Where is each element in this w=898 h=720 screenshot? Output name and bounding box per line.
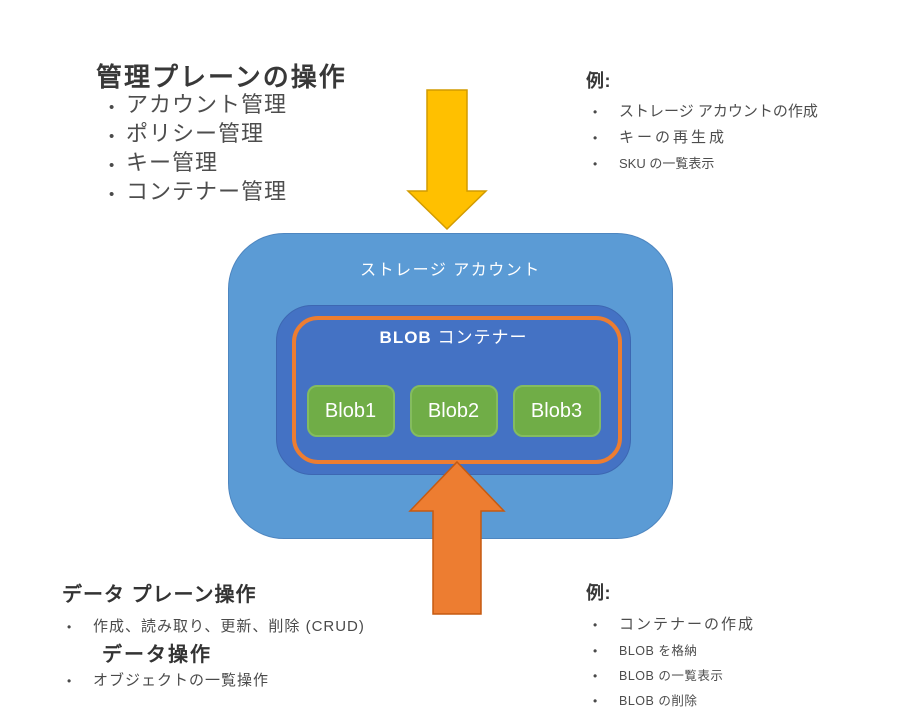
bullet-marker: • bbox=[67, 674, 73, 688]
management-plane-section: 管理プレーンの操作 • アカウント管理 • ポリシー管理 • キー管理 • コン… bbox=[96, 62, 426, 208]
management-example-label: SKU の一覧表示 bbox=[619, 156, 715, 171]
blob2-box: Blob2 bbox=[409, 385, 498, 437]
data-example-item: • BLOB の一覧表示 bbox=[586, 664, 886, 689]
blob1-label: Blob1 bbox=[324, 399, 377, 422]
bullet-marker: • bbox=[593, 105, 598, 119]
data-example-label: BLOB の削除 bbox=[619, 694, 698, 708]
management-example-label: キーの再生成 bbox=[619, 129, 728, 146]
data-example-item: • コンテナーの作成 bbox=[586, 611, 886, 639]
blob-row: Blob1 Blob2 Blob3 bbox=[276, 385, 631, 437]
management-plane-item-label: ポリシー管理 bbox=[126, 121, 265, 146]
management-examples-title: 例: bbox=[586, 71, 611, 91]
bullet-marker: • bbox=[109, 186, 116, 203]
bullet-marker: • bbox=[593, 131, 601, 145]
blob-container-label-rest: コンテナー bbox=[431, 328, 528, 347]
bullet-marker: • bbox=[109, 157, 116, 174]
management-plane-item: • アカウント管理 bbox=[96, 92, 426, 121]
blob-container-label-bold: BLOB bbox=[379, 328, 432, 347]
bullet-marker: • bbox=[593, 644, 598, 658]
management-plane-title: 管理プレーンの操作 bbox=[96, 62, 347, 92]
bullet-marker: • bbox=[593, 694, 598, 708]
data-example-item: • BLOB を格納 bbox=[586, 639, 886, 664]
data-examples-section: 例: • コンテナーの作成 • BLOB を格納 • BLOB の一覧表示 • … bbox=[586, 582, 886, 714]
data-example-label: BLOB を格納 bbox=[619, 644, 698, 658]
bullet-marker: • bbox=[109, 99, 116, 116]
data-example-label: コンテナーの作成 bbox=[619, 616, 756, 633]
management-plane-item: • コンテナー管理 bbox=[96, 179, 426, 208]
blob-container-label: BLOB コンテナー bbox=[276, 323, 631, 348]
management-plane-item: • ポリシー管理 bbox=[96, 121, 426, 150]
management-example-label: ストレージ アカウントの作成 bbox=[619, 103, 818, 120]
data-plane-title: データ プレーン操作 bbox=[62, 584, 257, 606]
data-plane-item-label: 作成、読み取り、更新、削除 (CRUD) bbox=[93, 618, 365, 635]
data-plane-item: • 作成、読み取り、更新、削除 (CRUD) bbox=[62, 615, 482, 639]
bullet-marker: • bbox=[593, 669, 598, 683]
blob3-box: Blob3 bbox=[512, 385, 601, 437]
data-example-label: BLOB の一覧表示 bbox=[619, 669, 724, 683]
blob2-label: Blob2 bbox=[427, 399, 480, 422]
data-operations-subtitle: データ操作 bbox=[102, 644, 212, 666]
blob1-box: Blob1 bbox=[306, 385, 395, 437]
storage-account-label: ストレージ アカウント bbox=[360, 262, 541, 279]
blob3-label: Blob3 bbox=[530, 399, 583, 422]
bullet-marker: • bbox=[67, 620, 73, 634]
data-plane-item: • オブジェクトの一覧操作 bbox=[62, 669, 482, 693]
management-plane-item: • キー管理 bbox=[96, 150, 426, 179]
data-plane-section: データ プレーン操作 • 作成、読み取り、更新、削除 (CRUD) データ操作 … bbox=[62, 582, 482, 693]
management-plane-item-label: コンテナー管理 bbox=[126, 179, 288, 204]
data-plane-item-label: オブジェクトの一覧操作 bbox=[93, 672, 270, 689]
management-example-item: • ストレージ アカウントの作成 bbox=[586, 99, 886, 125]
data-examples-title: 例: bbox=[586, 583, 611, 603]
management-example-item: • キーの再生成 bbox=[586, 125, 886, 151]
management-examples-section: 例: • ストレージ アカウントの作成 • キーの再生成 • SKU の一覧表示 bbox=[586, 70, 886, 177]
bullet-marker: • bbox=[109, 128, 116, 145]
management-example-item: • SKU の一覧表示 bbox=[586, 151, 886, 177]
management-plane-item-label: キー管理 bbox=[126, 150, 219, 175]
bullet-marker: • bbox=[593, 157, 598, 171]
data-example-item: • BLOB の削除 bbox=[586, 689, 886, 714]
bullet-marker: • bbox=[593, 618, 600, 632]
management-plane-item-label: アカウント管理 bbox=[126, 92, 288, 117]
